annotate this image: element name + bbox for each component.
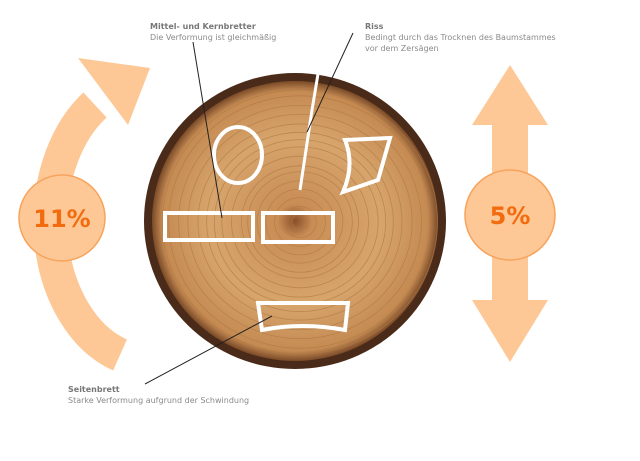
- label-center-boards: Mittel- und Kernbretter Die Verformung i…: [150, 21, 276, 43]
- label-desc: Starke Verformung aufgrund der Schwindun…: [68, 396, 249, 405]
- label-desc: Bedingt durch das Trocknen des Baumstamm…: [365, 33, 556, 53]
- tangential-badge: 11%: [19, 175, 105, 261]
- label-desc: Die Verformung ist gleichmäßig: [150, 33, 276, 42]
- label-crack: Riss Bedingt durch das Trocknen des Baum…: [365, 21, 565, 54]
- radial-percent: 5%: [490, 202, 531, 230]
- label-side-board: Seitenbrett Starke Verformung aufgrund d…: [68, 384, 249, 406]
- label-title: Seitenbrett: [68, 384, 249, 395]
- tangential-percent: 11%: [33, 205, 90, 233]
- radial-badge: 5%: [465, 170, 555, 260]
- label-title: Riss: [365, 21, 565, 32]
- label-title: Mittel- und Kernbretter: [150, 21, 276, 32]
